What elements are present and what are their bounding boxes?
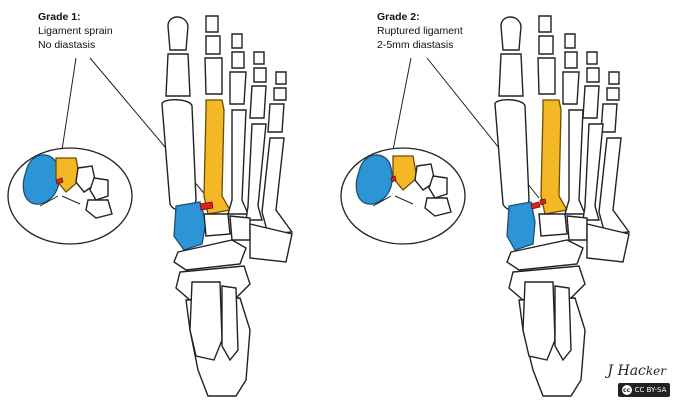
toe2-proximal bbox=[205, 58, 222, 94]
panel-grade-1: Grade 1: Ligament sprain No diastasis bbox=[0, 0, 339, 405]
hallux-distal bbox=[168, 17, 188, 50]
foot-diagram-grade-1 bbox=[0, 0, 339, 405]
metatarsal-5 bbox=[262, 138, 292, 234]
metatarsal-3 bbox=[228, 110, 248, 214]
fibula bbox=[555, 286, 571, 360]
toe3-distal bbox=[565, 34, 575, 48]
toe3-middle bbox=[232, 52, 244, 68]
hindfoot bbox=[176, 266, 250, 396]
metatarsal-5 bbox=[599, 138, 629, 234]
metatarsal-2 bbox=[204, 100, 230, 214]
tibia bbox=[190, 282, 222, 360]
license-badge: cc CC BY-SA bbox=[618, 383, 670, 397]
toe4-middle bbox=[254, 68, 266, 82]
toe3-distal bbox=[232, 34, 242, 48]
intermediate-cuneiform bbox=[204, 214, 230, 236]
toe2-proximal bbox=[538, 58, 555, 94]
leader-line-inset bbox=[393, 58, 411, 150]
hallux-proximal bbox=[499, 54, 523, 96]
medial-cuneiform bbox=[507, 202, 535, 250]
leader-line-inset bbox=[62, 58, 76, 150]
lateral-cuneiform bbox=[230, 216, 250, 240]
toe4-distal bbox=[587, 52, 597, 64]
lisfranc-ligament bbox=[531, 202, 540, 209]
toe4-proximal bbox=[250, 86, 266, 118]
toe5-distal bbox=[276, 72, 286, 84]
toe5-distal bbox=[609, 72, 619, 84]
metatarsal-1 bbox=[495, 100, 529, 211]
intermediate-cuneiform bbox=[539, 214, 567, 236]
metatarsal-2 bbox=[541, 100, 567, 214]
foot-diagram-grade-2 bbox=[339, 0, 678, 405]
metatarsal-1 bbox=[162, 100, 196, 211]
toe3-proximal bbox=[563, 72, 579, 104]
metatarsal-3 bbox=[565, 110, 585, 214]
cc-icon: cc bbox=[622, 385, 632, 395]
toe2-middle bbox=[206, 36, 220, 54]
toe2-distal bbox=[206, 16, 218, 32]
toe4-middle bbox=[587, 68, 599, 82]
tibia bbox=[523, 282, 555, 360]
fibula bbox=[222, 286, 238, 360]
toe5-proximal bbox=[268, 104, 284, 132]
toe2-distal bbox=[539, 16, 551, 32]
toe4-distal bbox=[254, 52, 264, 64]
toe5-proximal bbox=[601, 104, 617, 132]
hallux-proximal bbox=[166, 54, 190, 96]
author-signature: J Hacker bbox=[607, 363, 666, 379]
toe2-middle bbox=[539, 36, 553, 54]
hallux-distal bbox=[501, 17, 521, 50]
license-label: CC BY-SA bbox=[635, 386, 667, 394]
toe3-proximal bbox=[230, 72, 246, 104]
lateral-cuneiform bbox=[567, 216, 587, 240]
hindfoot bbox=[509, 266, 585, 396]
toe4-proximal bbox=[583, 86, 599, 118]
panel-grade-2: Grade 2: Ruptured ligament 2-5mm diastas… bbox=[339, 0, 678, 405]
toe3-middle bbox=[565, 52, 577, 68]
toe5-middle bbox=[607, 88, 619, 100]
toe5-middle bbox=[274, 88, 286, 100]
